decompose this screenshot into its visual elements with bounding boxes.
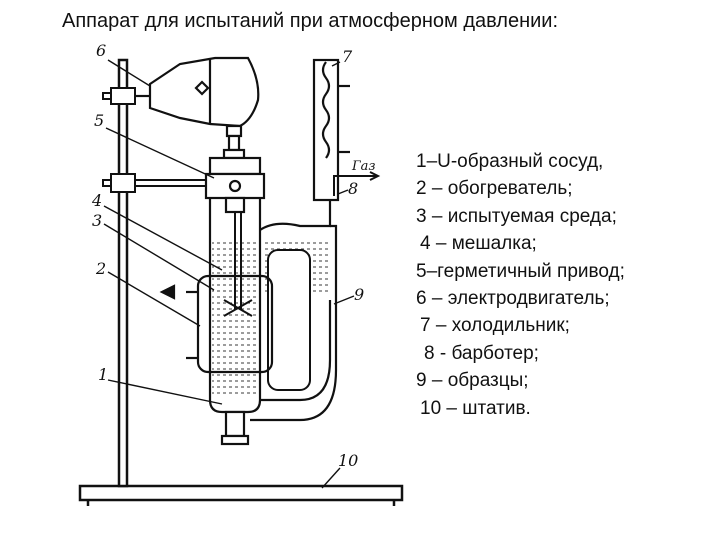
rod-clamps bbox=[102, 87, 210, 193]
legend-list: 1–U-образный сосуд, 2 – обогреватель; 3 … bbox=[416, 148, 625, 422]
stirrer bbox=[223, 212, 253, 317]
legend-item: 1–U-образный сосуд, bbox=[416, 151, 604, 172]
legend-item: 2 – обогреватель; bbox=[416, 178, 573, 200]
stand bbox=[78, 58, 404, 506]
samples bbox=[267, 249, 311, 391]
part-number-4: 4 bbox=[91, 191, 102, 210]
part-number-6: 6 bbox=[96, 41, 106, 60]
slide-title: Аппарат для испытаний при атмосферном да… bbox=[62, 10, 559, 32]
part-number-10: 10 bbox=[338, 451, 358, 470]
legend-item: 4 – мешалка; bbox=[420, 233, 537, 255]
part-number-5: 5 bbox=[94, 111, 104, 130]
part-number-9: 9 bbox=[354, 285, 364, 304]
legend-item: 3 – испытуемая среда; bbox=[416, 205, 617, 227]
gas-label: Газ bbox=[351, 159, 375, 174]
part-number-7: 7 bbox=[342, 47, 353, 66]
u-vessel bbox=[208, 198, 338, 446]
part-number-1: 1 bbox=[98, 365, 108, 384]
cooler bbox=[312, 58, 350, 202]
legend-item: 5–герметичный привод; bbox=[416, 260, 625, 282]
hermetic-drive bbox=[204, 156, 266, 214]
part-number-8: 8 bbox=[348, 179, 358, 198]
legend-item: 8 - барботер; bbox=[424, 342, 539, 364]
legend-item: 9 – образцы; bbox=[416, 370, 529, 392]
part-number-2: 2 bbox=[95, 259, 106, 278]
heater bbox=[159, 274, 274, 374]
electric-motor bbox=[135, 56, 260, 160]
legend-item: 7 – холодильник; bbox=[420, 315, 570, 337]
leader-lines bbox=[103, 59, 355, 489]
part-numbers: 6 5 4 3 2 1 7 8 9 10 Газ bbox=[91, 41, 375, 470]
part-number-3: 3 bbox=[92, 211, 102, 230]
bubbler bbox=[333, 171, 381, 196]
legend-item: 10 – штатив. bbox=[420, 397, 531, 419]
legend-item: 6 – электродвигатель; bbox=[416, 288, 610, 310]
